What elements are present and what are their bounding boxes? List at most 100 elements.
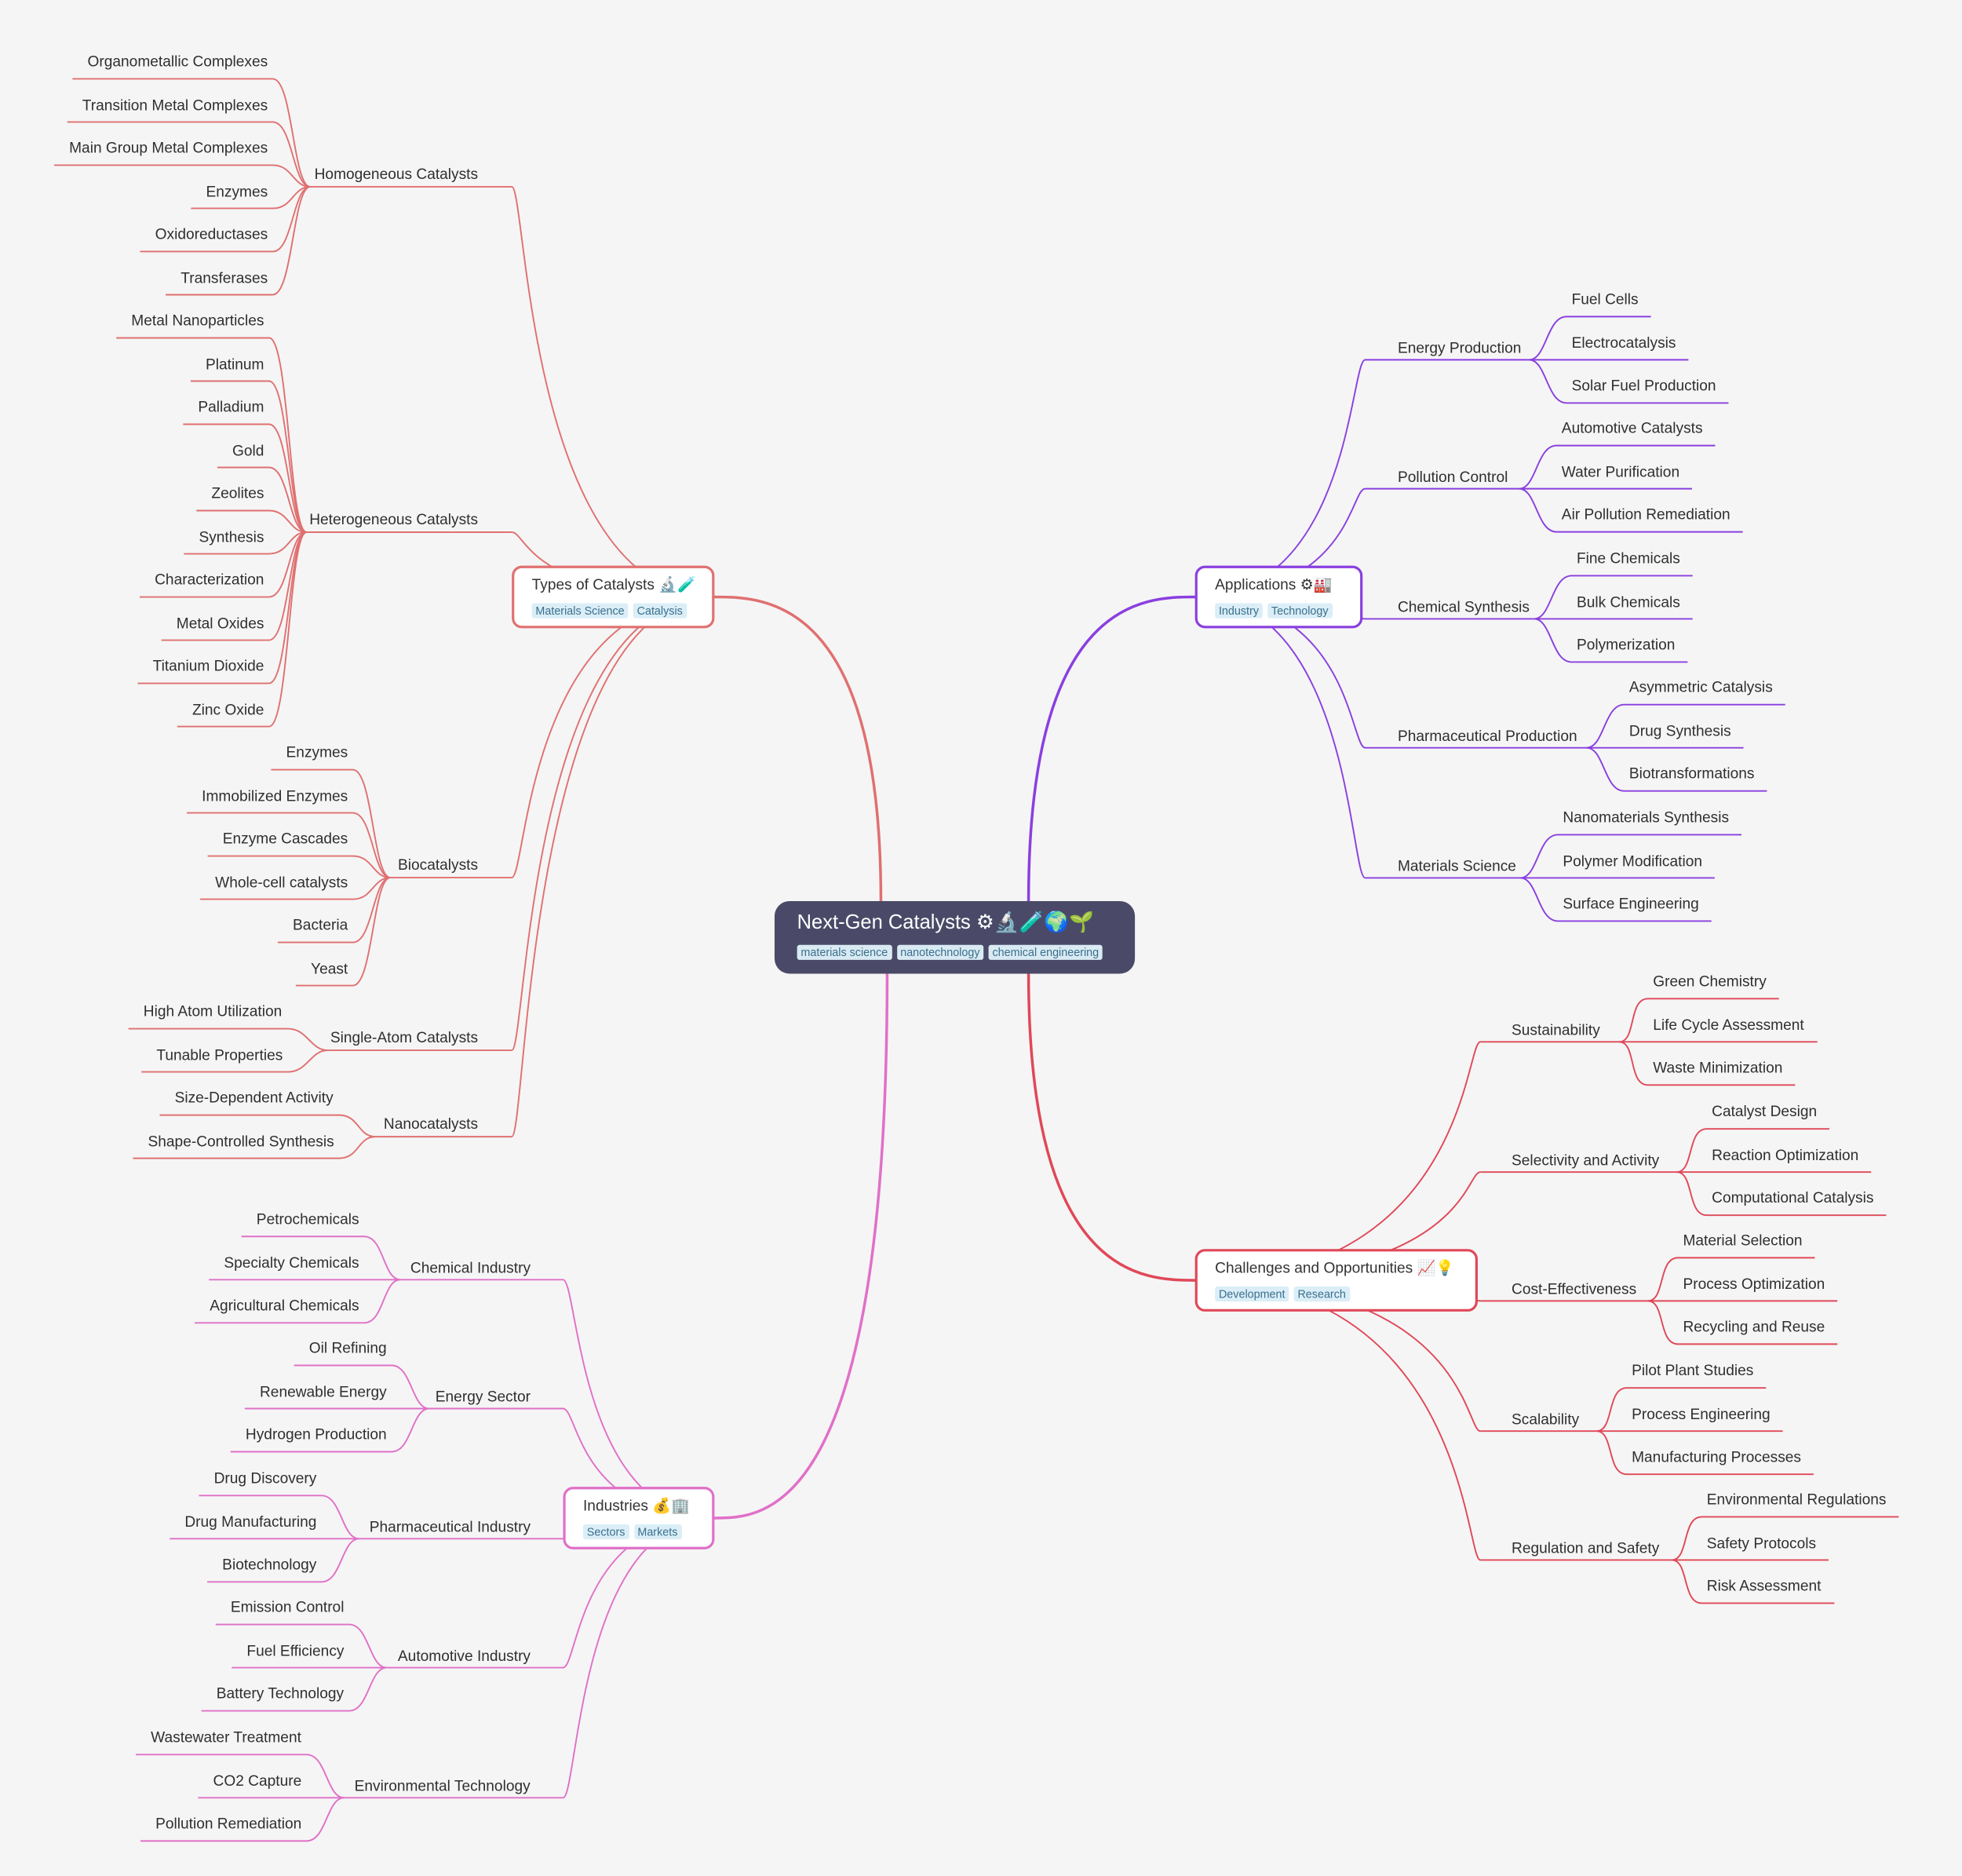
leaf-node[interactable]: Enzyme Cascades <box>222 830 348 848</box>
group-label[interactable]: Pollution Control <box>1397 467 1508 485</box>
leaf-node[interactable]: Nanomaterials Synthesis <box>1563 808 1730 827</box>
leaf-node[interactable]: Environmental Regulations <box>1706 1490 1887 1509</box>
leaf-node[interactable]: Gold <box>232 441 264 459</box>
leaf-node[interactable]: CO2 Capture <box>213 1771 302 1790</box>
group-label[interactable]: Cost-Effectiveness <box>1512 1279 1637 1298</box>
leaf-node[interactable]: Safety Protocols <box>1706 1533 1817 1552</box>
leaf-node[interactable]: Agricultural Chemicals <box>210 1296 359 1315</box>
leaf-node[interactable]: Emission Control <box>230 1598 345 1616</box>
leaf-node[interactable]: Drug Synthesis <box>1628 721 1731 739</box>
leaf-node[interactable]: Shape-Controlled Synthesis <box>148 1132 334 1150</box>
leaf-node[interactable]: Battery Technology <box>216 1684 345 1703</box>
leaf-node[interactable]: Zeolites <box>211 484 264 502</box>
leaf-node[interactable]: Whole-cell catalysts <box>215 873 348 891</box>
leaf-node[interactable]: Characterization <box>155 571 264 589</box>
leaf-node[interactable]: Computational Catalysis <box>1712 1188 1874 1207</box>
leaf-node[interactable]: Organometallic Complexes <box>87 52 268 71</box>
leaf-node[interactable]: Pollution Remediation <box>155 1814 302 1833</box>
leaf-node[interactable]: Green Chemistry <box>1653 972 1767 991</box>
leaf-node[interactable]: Electrocatalysis <box>1571 333 1676 352</box>
connector-line <box>196 509 307 533</box>
leaf-node[interactable]: Process Optimization <box>1683 1274 1825 1293</box>
group-label[interactable]: Environmental Technology <box>354 1776 531 1794</box>
leaf-node[interactable]: Drug Discovery <box>213 1469 317 1487</box>
leaf-node[interactable]: Fine Chemicals <box>1576 549 1680 568</box>
leaf-node[interactable]: Enzymes <box>286 743 348 761</box>
leaf-node[interactable]: Process Engineering <box>1632 1404 1771 1423</box>
leaf-node[interactable]: Material Selection <box>1683 1231 1803 1250</box>
leaf-node[interactable]: Platinum <box>205 355 264 373</box>
group-label[interactable]: Nanocatalysts <box>383 1115 479 1133</box>
group-label[interactable]: Selectivity and Activity <box>1512 1151 1660 1169</box>
group-label[interactable]: Pharmaceutical Production <box>1397 726 1577 744</box>
leaf-node[interactable]: Air Pollution Remediation <box>1561 505 1730 524</box>
leaf-node[interactable]: Petrochemicals <box>256 1210 359 1228</box>
leaf-node[interactable]: Bacteria <box>293 916 348 934</box>
leaf-node[interactable]: Size-Dependent Activity <box>174 1089 334 1107</box>
leaf-node[interactable]: Waste Minimization <box>1653 1058 1783 1077</box>
group-label[interactable]: Materials Science <box>1397 856 1516 874</box>
leaf-node[interactable]: Reaction Optimization <box>1712 1145 1859 1163</box>
leaf-node[interactable]: Metal Oxides <box>176 614 264 632</box>
group-label[interactable]: Energy Production <box>1397 338 1522 356</box>
leaf-node[interactable]: Zinc Oxide <box>191 700 264 718</box>
leaf-node[interactable]: Yeast <box>311 959 348 977</box>
leaf-node[interactable]: Synthesis <box>199 527 264 546</box>
leaf-node[interactable]: Asymmetric Catalysis <box>1628 678 1773 696</box>
leaf-node[interactable]: Risk Assessment <box>1706 1576 1822 1595</box>
connector-line <box>230 1407 430 1453</box>
group-label[interactable]: Heterogeneous Catalysts <box>309 510 479 529</box>
leaf-node[interactable]: Hydrogen Production <box>245 1425 387 1443</box>
connector-line <box>1647 1257 1815 1302</box>
leaf-node[interactable]: Tunable Properties <box>156 1046 283 1064</box>
root-node[interactable]: Next-Gen Catalysts ⚙︎🔬🧪🌍🌱 materials scie… <box>774 900 1136 974</box>
group-label[interactable]: Pharmaceutical Industry <box>369 1517 531 1535</box>
leaf-node[interactable]: Specialty Chemicals <box>224 1253 359 1272</box>
leaf-node[interactable]: Wastewater Treatment <box>151 1728 301 1746</box>
leaf-node[interactable]: Main Group Metal Complexes <box>69 138 268 157</box>
group-label[interactable]: Homogeneous Catalysts <box>314 165 479 184</box>
leaf-node[interactable]: Manufacturing Processes <box>1632 1447 1801 1466</box>
leaf-node[interactable]: Transition Metal Complexes <box>82 95 268 114</box>
leaf-node[interactable]: Polymerization <box>1576 635 1676 654</box>
group-label[interactable]: Scalability <box>1512 1410 1580 1428</box>
leaf-node[interactable]: Oil Refining <box>308 1339 387 1357</box>
leaf-node[interactable]: Biotechnology <box>222 1555 317 1574</box>
leaf-node[interactable]: Oxidoreductases <box>155 224 268 243</box>
group-label[interactable]: Single-Atom Catalysts <box>330 1028 479 1047</box>
leaf-node[interactable]: Immobilized Enzymes <box>202 787 348 805</box>
group-label[interactable]: Chemical Synthesis <box>1397 597 1530 615</box>
branch-node-challenges[interactable]: Challenges and Opportunities 📈💡Developme… <box>1194 1249 1478 1312</box>
group-label[interactable]: Regulation and Safety <box>1512 1538 1660 1557</box>
leaf-node[interactable]: Renewable Energy <box>259 1382 387 1400</box>
leaf-node[interactable]: Polymer Modification <box>1563 851 1702 870</box>
leaf-node[interactable]: Bulk Chemicals <box>1576 592 1680 611</box>
leaf-node[interactable]: Catalyst Design <box>1712 1102 1818 1120</box>
leaf-node[interactable]: Enzymes <box>206 181 268 200</box>
leaf-node[interactable]: Fuel Cells <box>1571 290 1639 308</box>
leaf-node[interactable]: Life Cycle Assessment <box>1653 1015 1804 1034</box>
leaf-node[interactable]: Water Purification <box>1561 462 1680 480</box>
leaf-node[interactable]: Solar Fuel Production <box>1571 376 1716 395</box>
leaf-node[interactable]: Metal Nanoparticles <box>131 312 264 330</box>
leaf-node[interactable]: Automotive Catalysts <box>1561 419 1703 437</box>
leaf-node[interactable]: Titanium Dioxide <box>152 657 264 675</box>
leaf-node[interactable]: Pilot Plant Studies <box>1632 1361 1754 1380</box>
leaf-node[interactable]: Surface Engineering <box>1563 894 1699 913</box>
group-label[interactable]: Chemical Industry <box>410 1258 531 1276</box>
group-label[interactable]: Automotive Industry <box>397 1646 531 1664</box>
group-label[interactable]: Energy Sector <box>435 1387 531 1405</box>
group-label[interactable]: Sustainability <box>1512 1020 1600 1038</box>
group-label[interactable]: Biocatalysts <box>397 856 479 874</box>
leaf-node[interactable]: Palladium <box>198 398 264 416</box>
leaf-node[interactable]: Drug Manufacturing <box>184 1512 317 1531</box>
leaf-node[interactable]: Recycling and Reuse <box>1683 1317 1825 1336</box>
leaf-node[interactable]: High Atom Utilization <box>143 1002 283 1020</box>
leaf-node[interactable]: Transferases <box>181 268 268 287</box>
leaf-node[interactable]: Fuel Efficiency <box>246 1641 345 1659</box>
leaf-node[interactable]: Biotransformations <box>1628 765 1755 783</box>
